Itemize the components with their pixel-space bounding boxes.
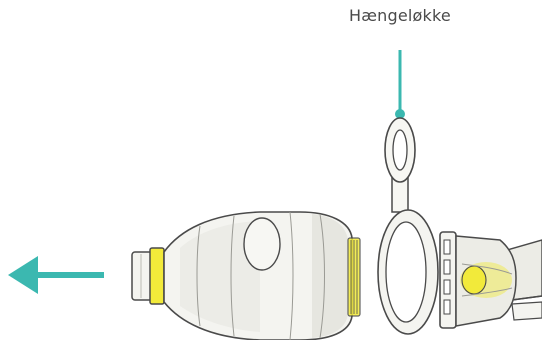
valve-housing: [440, 232, 542, 328]
removal-arrow-icon: [8, 256, 104, 294]
bag: [132, 212, 360, 340]
callout-pointer: [395, 50, 405, 119]
yellow-band-left: [150, 248, 164, 304]
bag-grip-oval: [244, 218, 280, 270]
hanging-loop: [378, 118, 438, 334]
